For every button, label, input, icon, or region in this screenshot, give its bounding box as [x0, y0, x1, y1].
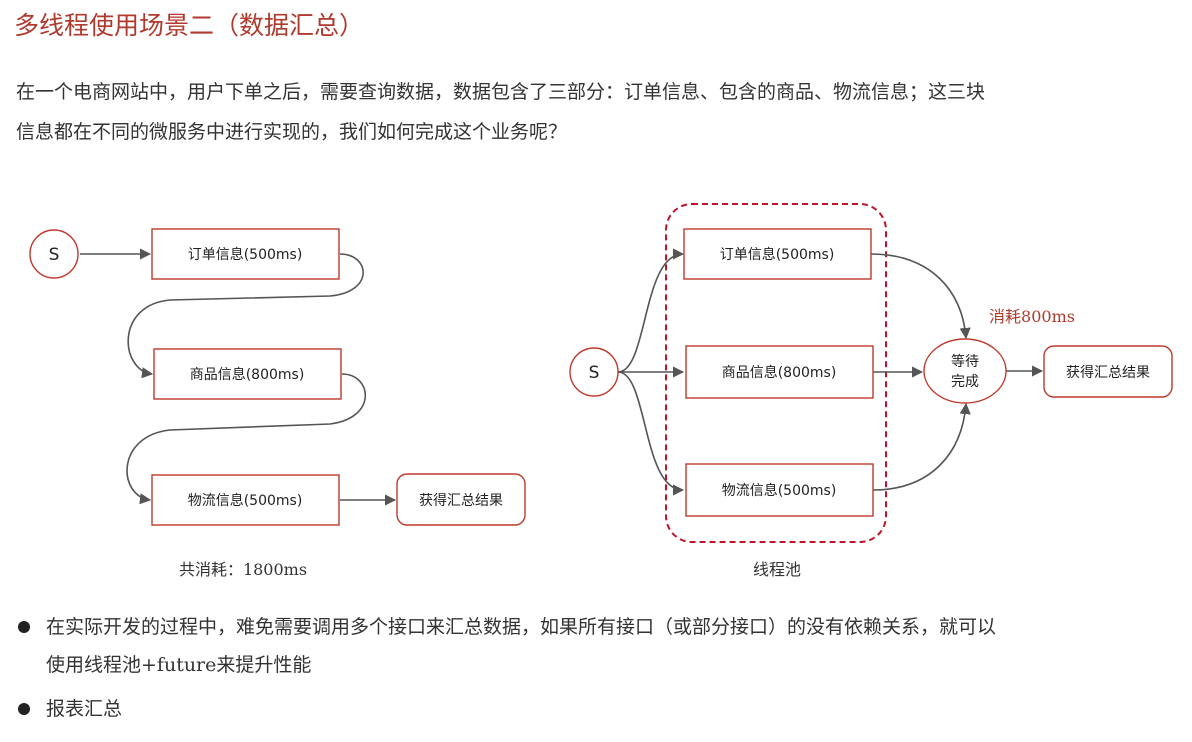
- goods-info-box: [153, 348, 342, 400]
- parallel-start-label: S: [589, 363, 600, 383]
- wait-line-1: 等待: [951, 353, 979, 370]
- bullet-item: 在实际开发的过程中，难免需要调用多个接口来汇总数据，如果所有接口（或部分接口）的…: [16, 608, 1176, 684]
- wait-line-2: 完成: [951, 374, 979, 390]
- goods-task-label: 商品信息(800ms): [722, 364, 837, 381]
- bullet-1-line-1: 在实际开发的过程中，难免需要调用多个接口来汇总数据，如果所有接口（或部分接口）的…: [46, 616, 997, 638]
- intro-line-1: 在一个电商网站中，用户下单之后，需要查询数据，数据包含了三部分：订单信息、包含的…: [16, 81, 986, 103]
- logistics-task-box: [685, 463, 874, 517]
- bullet-list: 在实际开发的过程中，难免需要调用多个接口来汇总数据，如果所有接口（或部分接口）的…: [16, 608, 1176, 734]
- parallel-result-box: [1043, 345, 1173, 398]
- start-node: [29, 229, 79, 279]
- start-node-label: S: [49, 245, 60, 265]
- intro-line-2: 信息都在不同的微服务中进行实现的，我们如何完成这个业务呢？: [16, 121, 568, 143]
- intro-paragraph: 在一个电商网站中，用户下单之后，需要查询数据，数据包含了三部分：订单信息、包含的…: [16, 72, 1176, 152]
- parallel-result-label: 获得汇总结果: [1066, 364, 1150, 381]
- bullet-dot: [18, 703, 30, 715]
- order-task-box: [683, 228, 872, 280]
- parallel-start-node: [569, 347, 619, 397]
- order-info-box: [151, 228, 340, 280]
- total-cost-caption: 共消耗：1800ms: [179, 560, 307, 579]
- edge-goods-to-logistics: [126, 373, 367, 505]
- edge-order-to-goods: [127, 253, 364, 379]
- thread-pool-boundary: [665, 203, 887, 543]
- edge-logistics-task-to-wait: [872, 402, 971, 491]
- order-info-label: 订单信息(500ms): [188, 246, 303, 263]
- logistics-info-label: 物流信息(500ms): [188, 492, 303, 509]
- logistics-info-box: [151, 474, 340, 526]
- result-box: [396, 473, 526, 526]
- sequential-flow: S 订单信息(500ms) 商品信息(800ms) 物流信息(500ms) 获得…: [29, 228, 526, 579]
- bullet-1-line-2: 使用线程池+future来提升性能: [46, 654, 312, 676]
- parallel-flow: S 订单信息(500ms) 商品信息(800ms) 物流信息(500ms) 等待…: [569, 203, 1173, 579]
- edge-start-to-order-task: [617, 248, 685, 373]
- result-label: 获得汇总结果: [419, 492, 503, 509]
- bullet-2-line-1: 报表汇总: [46, 698, 123, 720]
- flow-diagram: S 订单信息(500ms) 商品信息(800ms) 物流信息(500ms) 获得…: [29, 203, 1173, 579]
- goods-task-box: [685, 345, 874, 399]
- thread-pool-caption: 线程池: [753, 560, 801, 579]
- parallel-cost-label: 消耗800ms: [989, 307, 1075, 326]
- edge-order-task-to-wait: [870, 253, 971, 340]
- bullet-item: 报表汇总: [16, 690, 1176, 728]
- bullet-dot: [18, 621, 30, 633]
- wait-complete-node: [923, 338, 1007, 404]
- edge-start-to-logistics-task: [617, 371, 685, 496]
- logistics-task-label: 物流信息(500ms): [722, 482, 837, 499]
- goods-info-label: 商品信息(800ms): [190, 366, 305, 383]
- order-task-label: 订单信息(500ms): [720, 246, 835, 263]
- page-title: 多线程使用场景二（数据汇总）: [14, 11, 365, 40]
